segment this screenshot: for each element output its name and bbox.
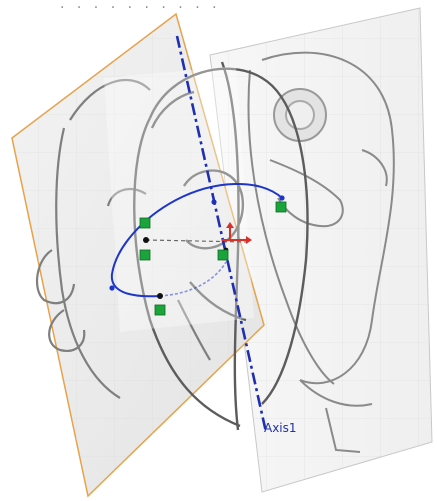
axis1-line[interactable] [175,35,268,433]
green-square-relation-icon[interactable] [217,249,229,261]
right-plane-reference-image [247,51,395,453]
origin-icon[interactable] [222,222,252,244]
sketch-point[interactable] [157,293,163,299]
green-square-relation-icon[interactable] [139,249,151,261]
sketch-point[interactable] [143,237,149,243]
green-square-relation-icon[interactable] [139,217,151,229]
right-plane[interactable] [209,7,433,493]
green-square-relation-icon[interactable] [154,304,166,316]
front-plane-reference-image [36,78,211,399]
construction-line[interactable] [145,239,249,243]
axis1-label[interactable]: Axis1 [264,421,297,435]
partial-header-text: · · · · · · · · · · [60,0,221,16]
curve-endpoint[interactable] [279,195,285,201]
body-silhouette-curves [133,61,309,431]
relation-handles [139,201,287,316]
curve-endpoint[interactable] [109,285,115,291]
green-square-relation-icon[interactable] [275,201,287,213]
